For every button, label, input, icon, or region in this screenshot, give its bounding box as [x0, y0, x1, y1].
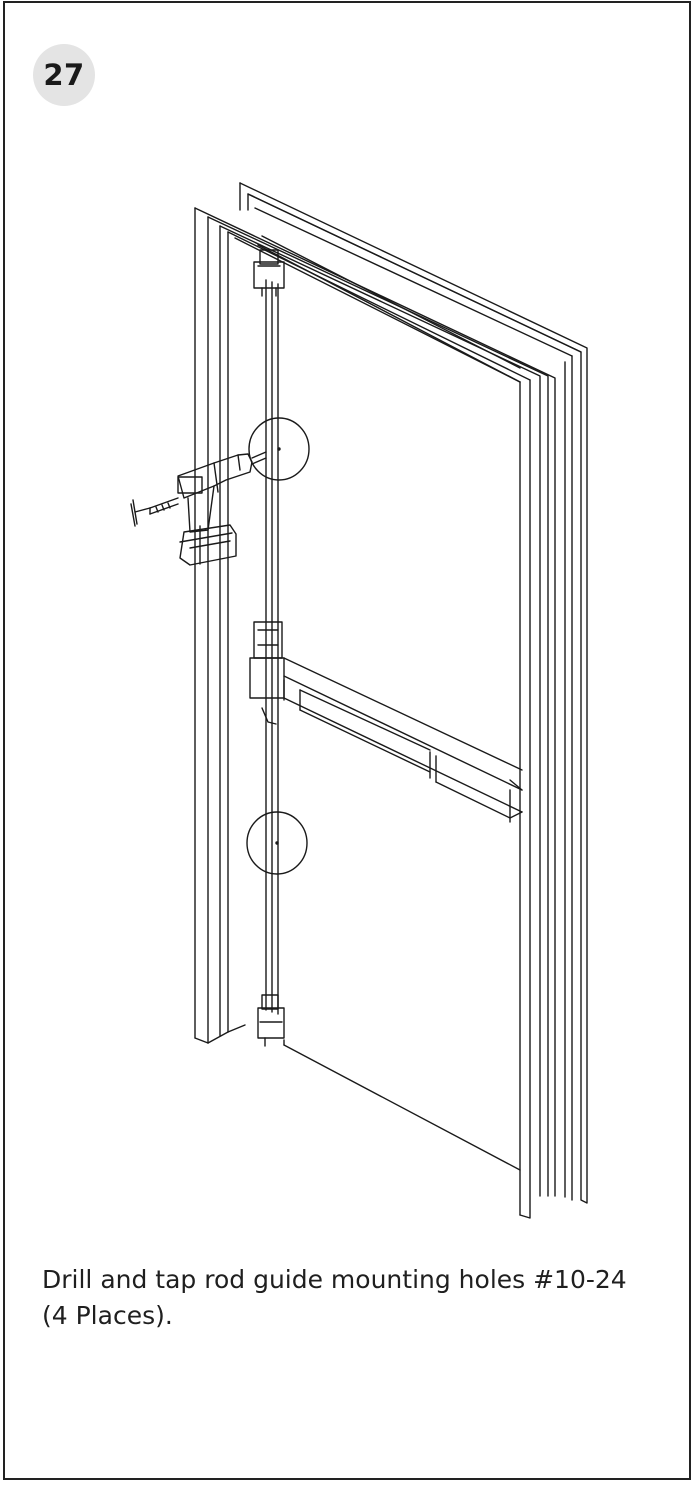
vertical-rod	[265, 279, 279, 1015]
tap-wrench-icon	[130, 497, 179, 527]
callout-circle-icon	[246, 811, 308, 875]
bottom-latch	[257, 994, 285, 1047]
door-frame-front	[194, 207, 556, 1219]
door-frame-back	[239, 182, 588, 1204]
door-bottom-edge	[283, 1044, 521, 1171]
instruction-text: Drill and tap rod guide mounting holes #…	[42, 1265, 627, 1330]
instruction-card	[3, 1, 691, 1480]
callout-circle-icon	[248, 417, 310, 481]
door-head	[257, 235, 521, 383]
step-number: 27	[43, 58, 85, 92]
step-badge: 27	[33, 44, 95, 106]
exit-device	[249, 621, 523, 823]
top-latch	[253, 249, 285, 297]
drill-icon	[177, 451, 267, 566]
